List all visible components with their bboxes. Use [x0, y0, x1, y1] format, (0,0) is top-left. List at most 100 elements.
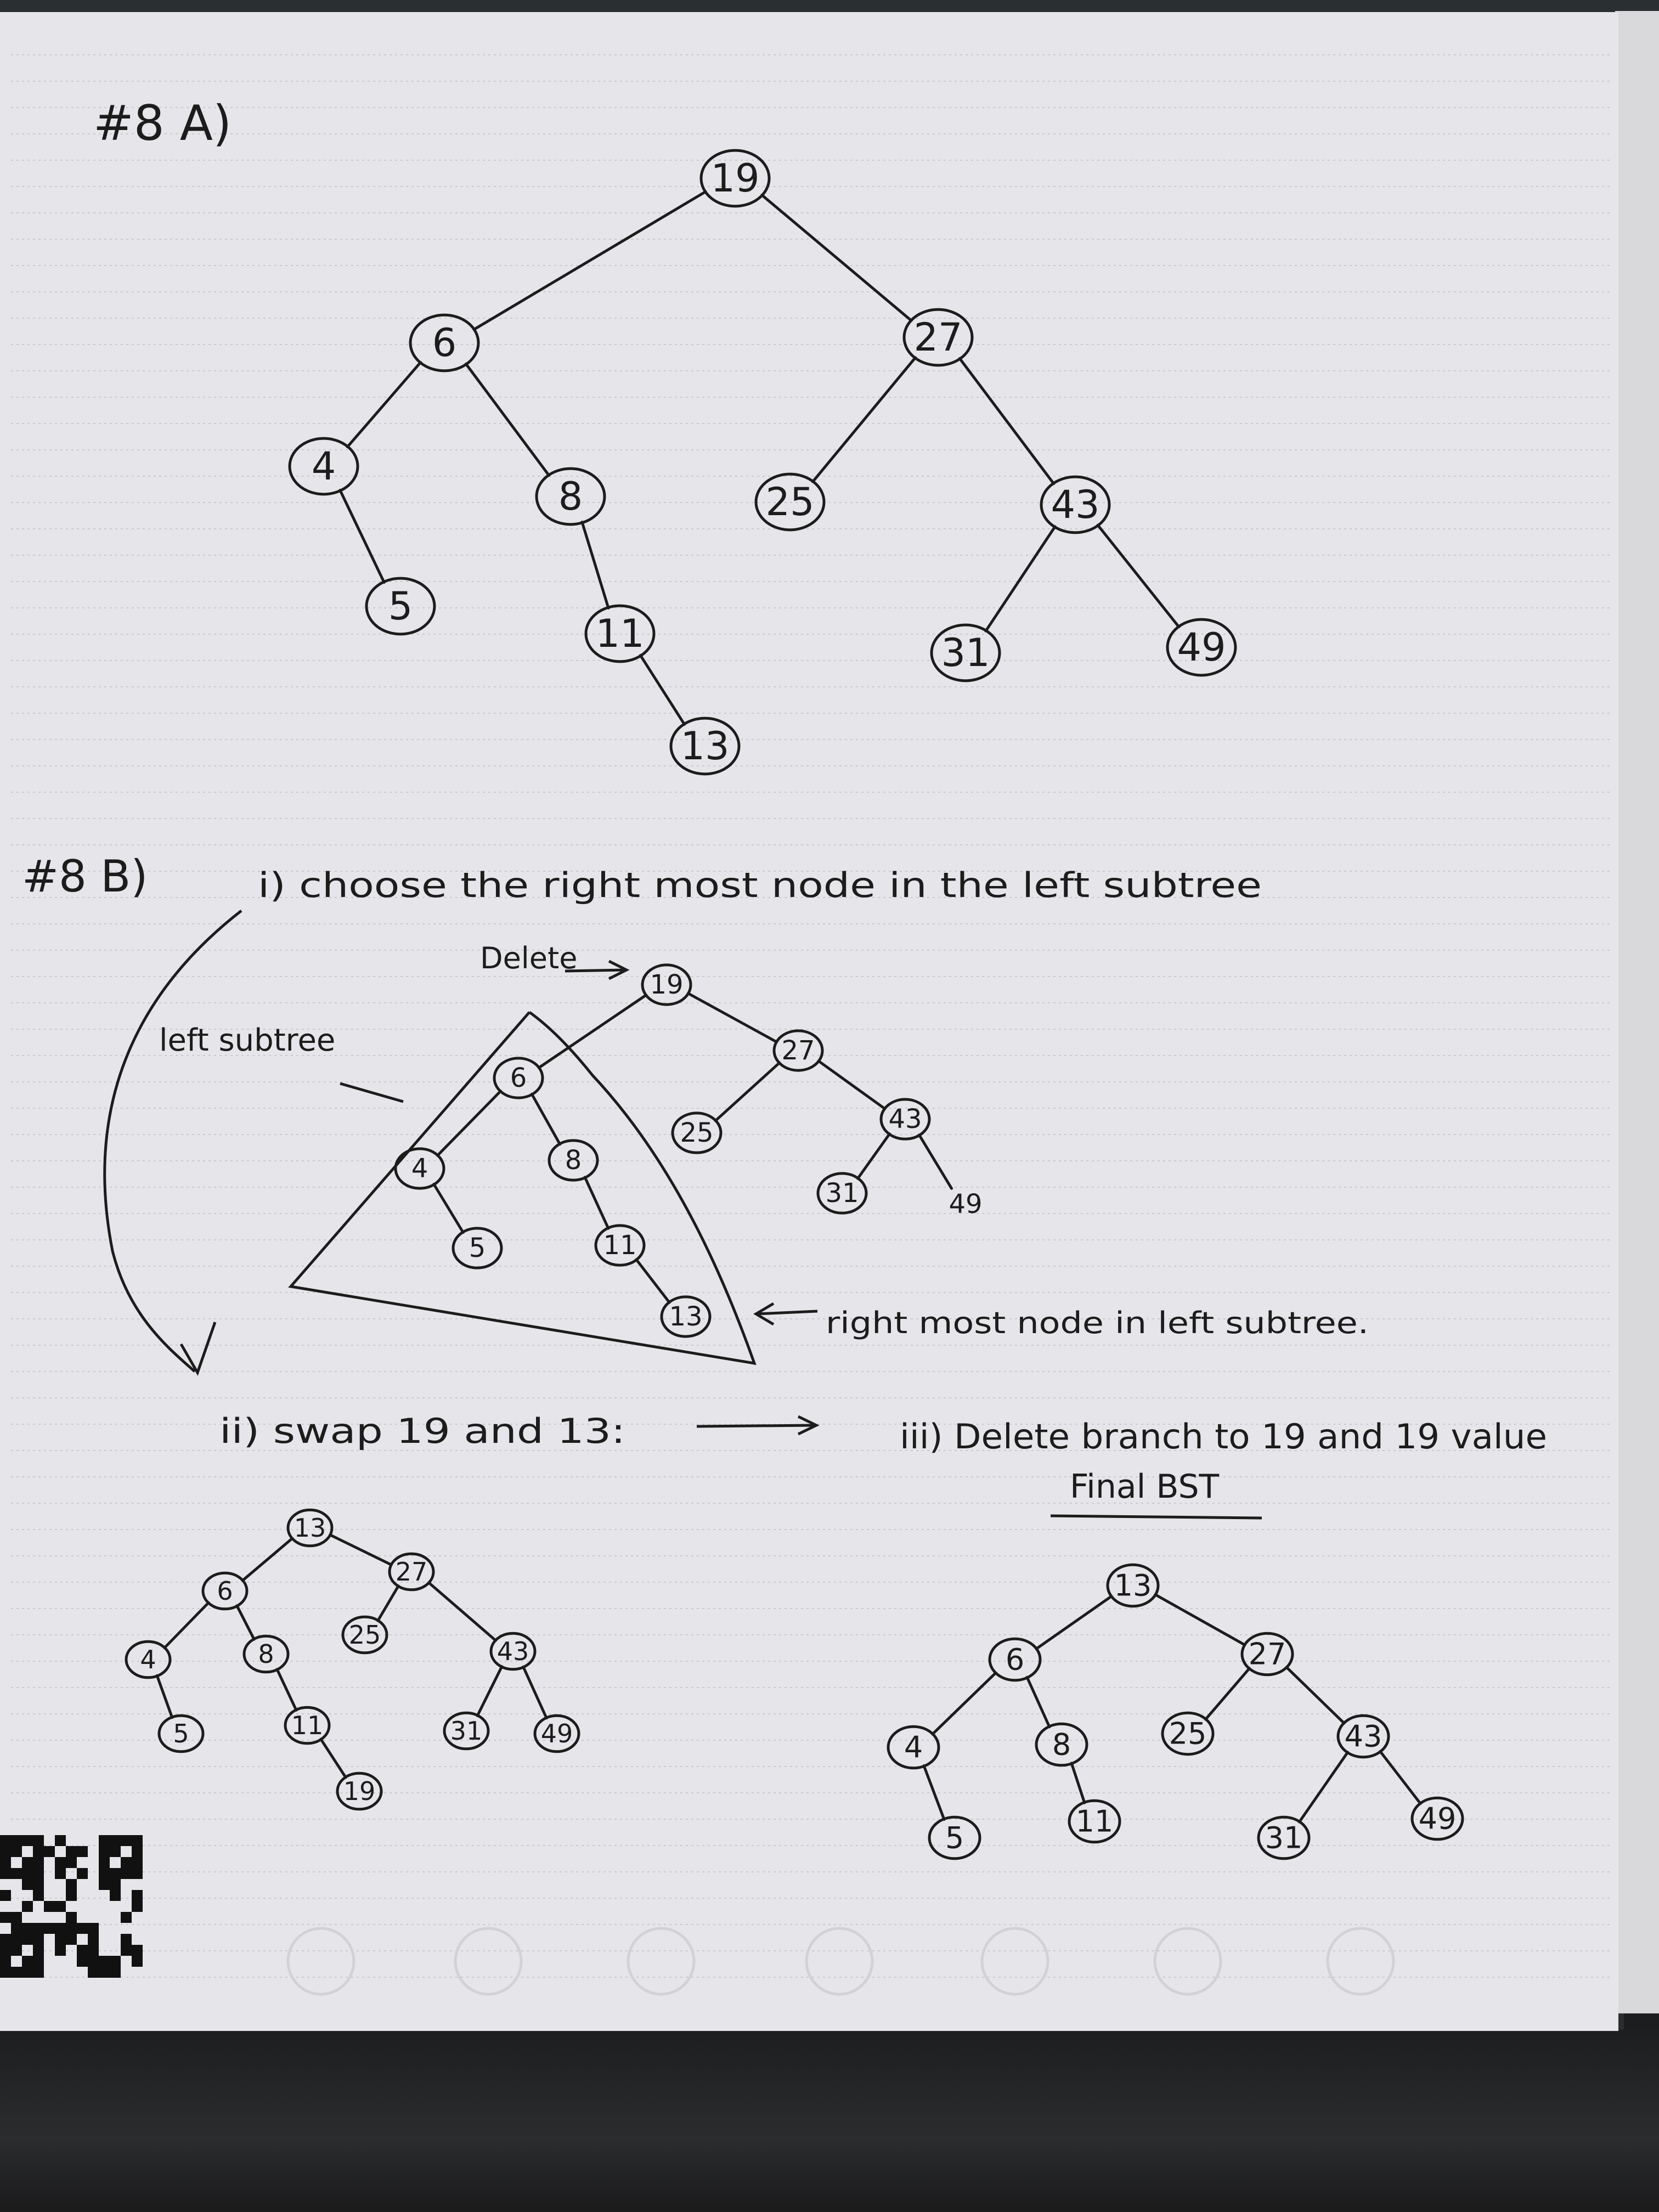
- tree-edge: [436, 1090, 503, 1157]
- qr-module: [132, 1835, 143, 1846]
- node-circle: [443, 1711, 490, 1751]
- node-circle: [286, 1508, 334, 1548]
- qr-module: [33, 1934, 44, 1945]
- qr-module: [132, 1956, 143, 1967]
- tree-edge: [241, 1537, 294, 1582]
- tree-node-27: 27: [1240, 1632, 1294, 1677]
- qr-module: [77, 1956, 88, 1967]
- tree-node-11: 11: [584, 604, 656, 663]
- node-value: 25: [680, 1118, 713, 1148]
- delete-label: Delete: [480, 941, 577, 975]
- qr-module: [110, 1846, 121, 1857]
- tree-node-19: 19: [336, 1771, 383, 1811]
- node-circle: [1166, 618, 1237, 677]
- tree-edge: [319, 1737, 347, 1779]
- tree-edge: [811, 356, 917, 483]
- qr-module: [132, 1868, 143, 1879]
- qr-module: [110, 1835, 121, 1846]
- node-value: 25: [1169, 1717, 1207, 1751]
- tree-edge: [329, 1533, 393, 1566]
- tree-edge: [464, 362, 551, 477]
- node-circle: [1068, 1799, 1121, 1844]
- qr-module: [22, 1923, 33, 1934]
- node-circle: [533, 1714, 580, 1753]
- node-value: 49: [541, 1719, 573, 1748]
- node-value: 4: [904, 1730, 923, 1765]
- qr-module: [99, 1967, 110, 1978]
- qr-module: [44, 1846, 55, 1857]
- qr-module: [99, 1956, 110, 1967]
- tree-edge: [639, 654, 686, 726]
- node-value: 27: [781, 1035, 815, 1066]
- qr-module: [11, 1934, 22, 1945]
- tree-node-19: 19: [699, 149, 771, 208]
- tree-edge: [530, 1092, 562, 1146]
- node-circle: [772, 1029, 824, 1072]
- qr-module: [66, 1912, 77, 1923]
- tree-edge: [1379, 1750, 1422, 1805]
- node-value: 8: [1052, 1728, 1071, 1762]
- tree-node-25: 25: [754, 472, 826, 532]
- qr-module: [55, 1868, 66, 1879]
- tree-node-6: 6: [201, 1571, 249, 1611]
- tree-edge: [686, 992, 778, 1043]
- tree-edge: [275, 1668, 298, 1712]
- qr-module: [33, 1857, 44, 1868]
- node-value: 25: [349, 1620, 381, 1650]
- qr-module: [11, 1868, 22, 1879]
- rocket-icon: [286, 1927, 356, 1996]
- qr-module: [33, 1846, 44, 1857]
- page-footer-icons: [286, 1927, 1395, 1996]
- qr-module: [132, 1846, 143, 1857]
- tree-edge: [917, 1133, 953, 1190]
- node-value: 6: [1006, 1643, 1024, 1677]
- qr-module: [44, 1923, 55, 1934]
- qr-module: [44, 1901, 55, 1912]
- tree-edge: [1025, 1675, 1051, 1729]
- qr-module: [11, 1923, 22, 1934]
- node-value: 25: [765, 479, 814, 524]
- tree-node-31: 31: [443, 1711, 490, 1751]
- qr-module: [110, 1956, 121, 1967]
- tree-edge: [580, 521, 610, 610]
- node-value: 11: [1076, 1804, 1114, 1839]
- node-value: 49: [1177, 625, 1226, 670]
- bell-icon: [805, 1927, 874, 1996]
- qr-module: [132, 1857, 143, 1868]
- swap-arrow: [696, 1415, 820, 1436]
- horseshoe-icon: [1326, 1927, 1395, 1996]
- tree-node-25: 25: [671, 1111, 723, 1154]
- qr-module: [99, 1835, 110, 1846]
- tree-edge: [583, 1176, 610, 1230]
- qr-module: [132, 1901, 143, 1912]
- qr-module: [110, 1868, 121, 1879]
- final-bst-label: Final BST: [1070, 1468, 1220, 1506]
- final-bst-underline: [1050, 1514, 1262, 1520]
- qr-module: [0, 1934, 11, 1945]
- tree-node-11: 11: [1068, 1799, 1121, 1844]
- node-circle: [157, 1714, 205, 1753]
- node-circle: [548, 1139, 599, 1182]
- tree-node-43: 43: [879, 1098, 931, 1141]
- node-value: 31: [941, 630, 990, 675]
- qr-module: [22, 1956, 33, 1967]
- node-circle: [669, 716, 741, 776]
- node-value: 5: [173, 1719, 189, 1748]
- node-value: 4: [140, 1645, 156, 1674]
- node-circle: [242, 1634, 290, 1674]
- qr-module: [66, 1934, 77, 1945]
- node-value: 13: [669, 1301, 702, 1332]
- delete-arrow: [565, 960, 630, 980]
- node-value: 19: [343, 1776, 376, 1806]
- qr-module: [66, 1857, 77, 1868]
- tree-node-27: 27: [772, 1029, 824, 1072]
- qr-module: [55, 1901, 66, 1912]
- tree-node-8: 8: [1035, 1722, 1088, 1767]
- tree-node-43: 43: [1040, 475, 1111, 534]
- tree-node-25: 25: [1161, 1711, 1215, 1756]
- ruled-lines: [11, 54, 1613, 1978]
- node-value: 31: [1265, 1821, 1303, 1855]
- tree-node-4: 4: [394, 1147, 445, 1190]
- node-value: 27: [1249, 1637, 1286, 1672]
